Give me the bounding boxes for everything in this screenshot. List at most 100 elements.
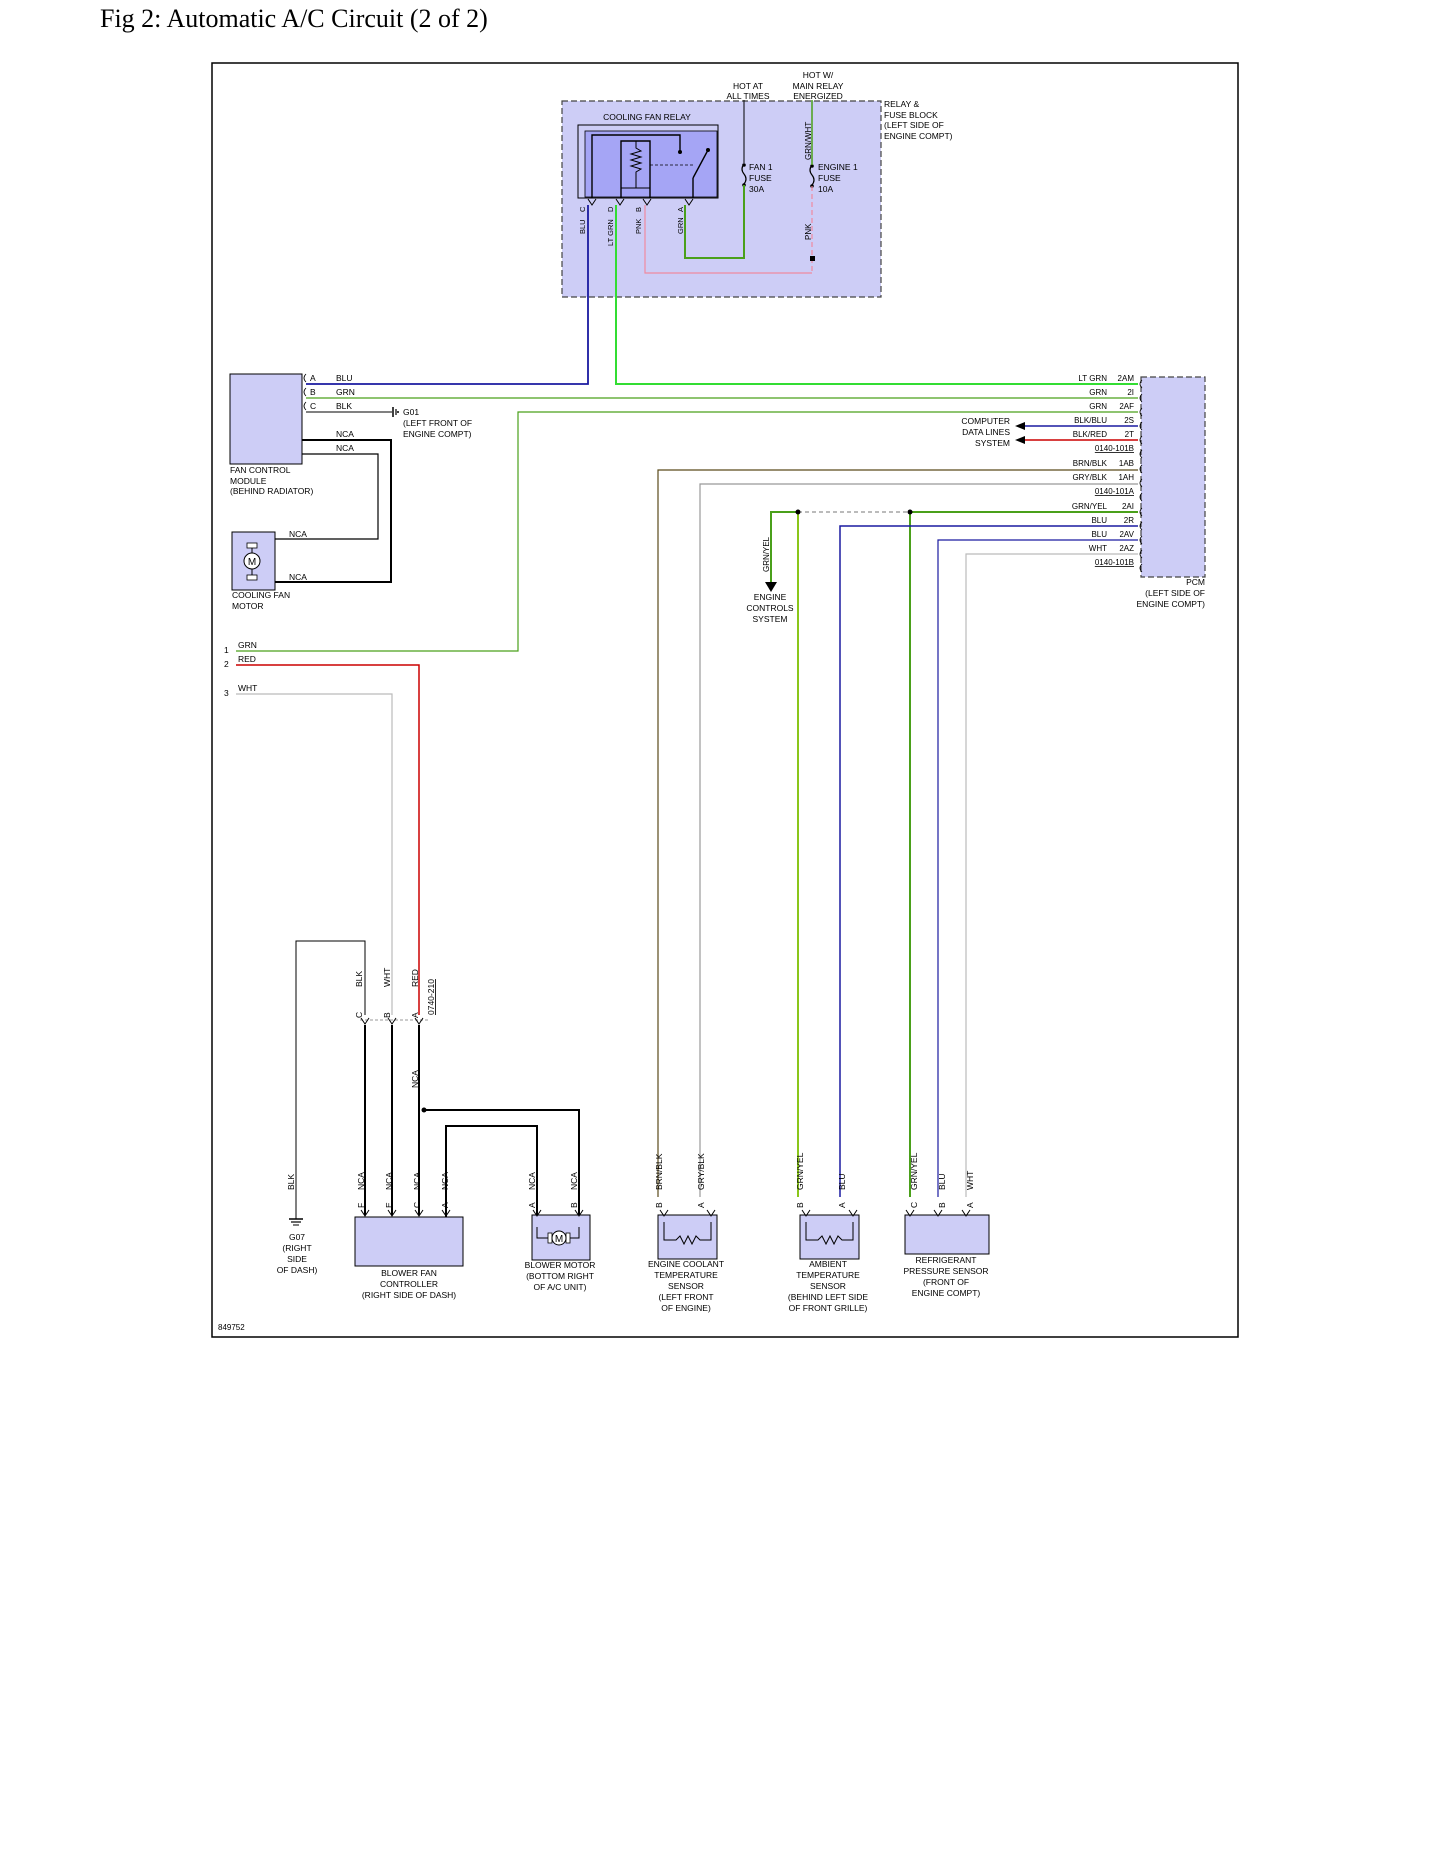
wire-lt-grn-relay-to-pcm [615,205,1138,385]
svg-text:ENGINE COMPT): ENGINE COMPT) [1137,599,1206,609]
svg-text:OF ENGINE): OF ENGINE) [661,1303,711,1313]
wire-nca-fan-motor-1 [275,439,392,583]
svg-text:C: C [354,1012,364,1018]
wire-nca-blower-motor-b [424,1109,580,1215]
svg-text:(BOTTOM RIGHT: (BOTTOM RIGHT [526,1271,594,1281]
wire-grn-connector1-to-pcm [236,411,1138,652]
svg-text:GRN/YEL: GRN/YEL [909,1152,919,1190]
wire-blk-to-g07 [295,940,366,1219]
svg-text:FAN 1: FAN 1 [749,162,773,172]
svg-text:NCA: NCA [336,443,354,453]
svg-text:C: C [578,206,587,212]
svg-text:WHT: WHT [238,683,257,693]
svg-text:NCA: NCA [412,1172,422,1190]
svg-text:MODULE: MODULE [230,476,267,486]
svg-text:BLU: BLU [937,1173,947,1190]
svg-text:SENSOR: SENSOR [810,1281,846,1291]
svg-text:FAN CONTROL: FAN CONTROL [230,465,291,475]
svg-text:BLU: BLU [1091,530,1107,539]
svg-text:(LEFT SIDE OF: (LEFT SIDE OF [884,120,944,130]
svg-text:B: B [937,1202,947,1208]
page-title: Fig 2: Automatic A/C Circuit (2 of 2) [100,4,488,33]
svg-text:COOLING FAN RELAY: COOLING FAN RELAY [603,112,691,122]
svg-text:BLU: BLU [578,219,587,234]
svg-text:PNK: PNK [634,219,643,234]
svg-text:MAIN RELAY: MAIN RELAY [793,81,844,91]
wire-pnk-loop [644,205,812,274]
svg-text:BLK: BLK [286,1174,296,1190]
svg-text:AMBIENT: AMBIENT [809,1259,847,1269]
svg-text:B: B [310,387,316,397]
pcm-module: PCM (LEFT SIDE OF ENGINE COMPT) [1137,376,1206,609]
svg-text:1AB: 1AB [1119,459,1134,468]
wire-nca-blower-motor-a [445,1125,538,1215]
blower-controller-feeds [364,1025,420,1215]
blower-motor: M NCA NCA A B BLOWER MOTOR (BOTTOM RIGHT… [525,1172,596,1292]
svg-text:HOT AT: HOT AT [733,81,763,91]
svg-text:BLK/RED: BLK/RED [1073,430,1107,439]
engine-coolant-temp-sensor: BRN/BLK GRY/BLK B A ENGINE COOLANT TEMPE… [648,1153,724,1313]
svg-text:0140-101B: 0140-101B [1095,558,1134,567]
svg-text:OF FRONT GRILLE): OF FRONT GRILLE) [789,1303,868,1313]
svg-text:LT GRN: LT GRN [606,219,615,246]
svg-text:B: B [795,1202,805,1208]
svg-text:0140-101B: 0140-101B [1095,444,1134,453]
svg-text:RELAY &: RELAY & [884,99,919,109]
ambient-temp-sensor: GRN/YEL BLU B A AMBIENT TEMPERATURE SENS… [788,1152,868,1313]
svg-text:ENGINE COMPT): ENGINE COMPT) [403,429,472,439]
svg-text:(BEHIND LEFT SIDE: (BEHIND LEFT SIDE [788,1292,868,1302]
svg-text:BLU: BLU [1091,516,1107,525]
svg-text:GRY/BLK: GRY/BLK [1072,473,1107,482]
svg-text:M: M [555,1234,563,1245]
svg-text:BRN/BLK: BRN/BLK [654,1153,664,1190]
ground-g01: G01 (LEFT FRONT OF ENGINE COMPT) [392,407,472,439]
engine-controls-system: GRN/YEL ENGINE CONTROLS SYSTEM [746,536,794,624]
pcm-pin-arrows [1139,379,1143,573]
svg-text:MOTOR: MOTOR [232,601,263,611]
svg-text:A: A [676,207,685,212]
svg-text:NCA: NCA [440,1172,450,1190]
svg-text:BLK/BLU: BLK/BLU [1074,416,1107,425]
svg-text:10A: 10A [818,184,833,194]
relay-switch-contact [692,149,709,179]
svg-text:ENGINE COOLANT: ENGINE COOLANT [648,1259,724,1269]
svg-text:PCM: PCM [1186,577,1205,587]
svg-text:2: 2 [224,659,229,669]
svg-text:BRN/BLK: BRN/BLK [1073,459,1108,468]
svg-text:FUSE BLOCK: FUSE BLOCK [884,110,938,120]
svg-text:GRN/YEL: GRN/YEL [1072,502,1108,511]
svg-text:NCA: NCA [410,1070,420,1088]
svg-text:2AI: 2AI [1122,502,1134,511]
svg-text:COOLING FAN: COOLING FAN [232,590,290,600]
figure-id: 849752 [218,1323,245,1332]
svg-text:BLK: BLK [336,401,352,411]
svg-text:NCA: NCA [289,529,307,539]
svg-text:0140-101A: 0140-101A [1095,487,1135,496]
svg-text:WHT: WHT [382,968,392,987]
hot-at-all-times-label: HOT AT ALL TIMES [727,81,770,101]
svg-text:1AH: 1AH [1118,473,1134,482]
svg-text:(LEFT FRONT: (LEFT FRONT [658,1292,713,1302]
svg-text:GRN: GRN [1089,388,1107,397]
wire-grn-yel-engine-controls [770,511,798,582]
cooling-fan-relay: COOLING FAN RELAY [577,112,719,199]
svg-text:B: B [634,207,643,212]
svg-text:LT GRN: LT GRN [1078,374,1107,383]
svg-text:NCA: NCA [569,1172,579,1190]
svg-text:(LEFT SIDE OF: (LEFT SIDE OF [1145,588,1205,598]
computer-data-lines: COMPUTER DATA LINES SYSTEM [961,416,1138,448]
svg-text:PRESSURE SENSOR: PRESSURE SENSOR [903,1266,988,1276]
svg-text:BLU: BLU [837,1173,847,1190]
wire-blu-refrigerant [937,539,1138,1197]
engine-1-fuse: ENGINE 1 FUSE 10A [809,162,858,194]
svg-text:A: A [965,1202,975,1208]
svg-text:ALL TIMES: ALL TIMES [727,91,770,101]
svg-text:(RIGHT SIDE OF DASH): (RIGHT SIDE OF DASH) [362,1290,456,1300]
svg-text:BLK: BLK [354,971,364,987]
svg-text:M: M [248,557,256,568]
svg-text:GRY/BLK: GRY/BLK [696,1153,706,1190]
svg-text:NCA: NCA [384,1172,394,1190]
svg-text:1: 1 [224,645,229,655]
svg-text:GRN: GRN [336,387,355,397]
